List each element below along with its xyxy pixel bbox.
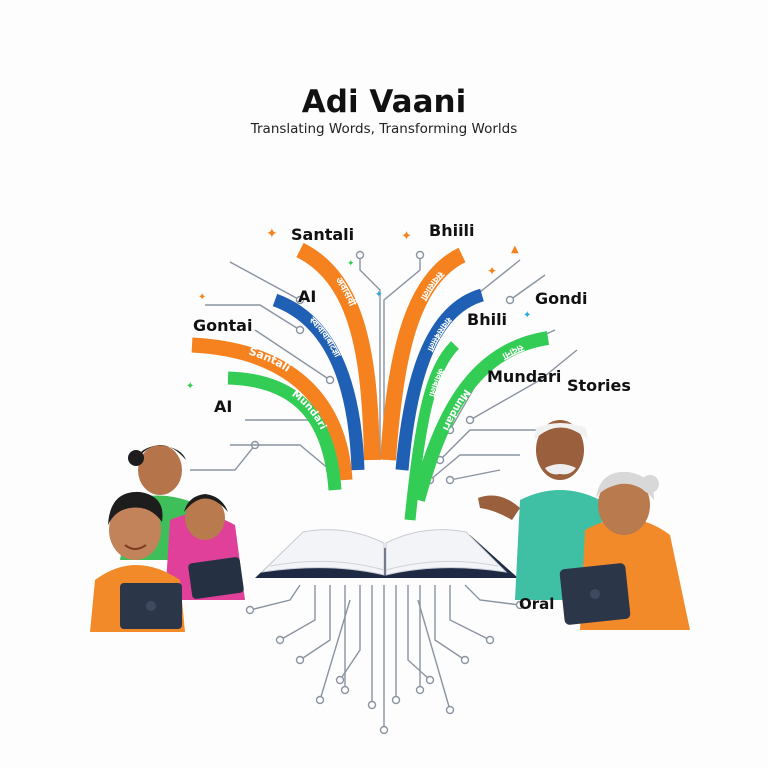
- circuit-node: [355, 250, 365, 260]
- circuit-trace: [439, 429, 540, 461]
- ribbon-orange-center-left: [296, 242, 380, 461]
- circuit-trace: [434, 585, 466, 661]
- circuit-node: [245, 605, 255, 615]
- svg-text:✦: ✦: [266, 226, 278, 242]
- label-ai-left: AI: [214, 397, 233, 416]
- ribbon-text: स्वावावाबाटज्ञा: [306, 315, 342, 360]
- label-stories: Stories: [567, 376, 631, 395]
- label-bhili: Bhili: [467, 310, 508, 329]
- circuit-trace: [449, 469, 501, 481]
- circuit-trace: [229, 261, 301, 301]
- svg-text:✦: ✦: [487, 264, 497, 278]
- open-book-icon: [255, 529, 518, 578]
- circuit-node: [505, 295, 515, 305]
- ribbon-blue-right: [395, 288, 485, 471]
- circuit-node: [315, 695, 325, 705]
- circuit-trace: [205, 304, 301, 331]
- circuit-trace: [299, 585, 331, 661]
- circuit-trace: [319, 599, 351, 701]
- ribbon-green-right: [411, 331, 550, 502]
- circuit-node: [367, 700, 377, 710]
- ribbon-green-left: [227, 371, 342, 491]
- ribbon-green-inner: [404, 341, 460, 521]
- ribbon-orange-left: [191, 337, 353, 481]
- label-gontai: Gontai: [193, 316, 253, 335]
- circuit-trace: [449, 585, 491, 641]
- circuit-trace: [383, 255, 421, 460]
- label-santali: Santali: [291, 225, 355, 244]
- circuit-node: [325, 375, 335, 385]
- ribbon-orange-center-right: [380, 247, 466, 461]
- label-gondi: Gondi: [535, 289, 588, 308]
- svg-text:स्वावावाबाटज्ञा: स्वावावाबाटज्ञा: [306, 315, 342, 360]
- circuit-node: [425, 675, 435, 685]
- label-oral: Oral: [519, 595, 555, 613]
- circuit-trace: [279, 585, 316, 641]
- circuit-node: [515, 600, 525, 610]
- circuit-node: [391, 695, 401, 705]
- circuit-trace: [254, 329, 331, 381]
- circuit-trace: [429, 454, 520, 481]
- page-title: Adi Vaani: [301, 84, 467, 120]
- circuit-trace: [464, 584, 521, 606]
- elders-with-tablet: [478, 420, 690, 630]
- svg-text:✦: ✦: [401, 229, 412, 244]
- circuit-node: [295, 295, 305, 305]
- circuit-node: [295, 325, 305, 335]
- circuit-node: [415, 685, 425, 695]
- circuit-node: [445, 475, 455, 485]
- svg-text:✦: ✦: [198, 292, 206, 303]
- circuit-node: [340, 685, 350, 695]
- circuit-trace: [190, 444, 256, 471]
- circuit-node: [415, 250, 425, 260]
- circuit-trace: [249, 584, 301, 611]
- circuit-trace: [509, 274, 546, 301]
- circuit-node: [335, 675, 345, 685]
- page-subtitle: Translating Words, Transforming Worlds: [250, 121, 518, 137]
- circuit-node: [275, 635, 285, 645]
- label-mundari: Mundari: [487, 367, 562, 386]
- circuit-trace: [407, 585, 431, 681]
- svg-text:✦: ✦: [347, 259, 355, 269]
- svg-text:✦: ✦: [523, 310, 531, 321]
- circuit-node: [460, 655, 470, 665]
- svg-text:▲: ▲: [511, 244, 519, 255]
- svg-text:✦: ✦: [375, 290, 383, 300]
- circuit-node: [295, 655, 305, 665]
- sparkle-icons: ✦ ✦ ▲ ✦ ✦ ✦ ✦ ✦ ✦: [186, 226, 531, 392]
- circuit-trace: [359, 255, 381, 460]
- language-ribbons: [191, 242, 550, 521]
- children-with-tablets: [90, 445, 245, 632]
- circuit-node: [485, 635, 495, 645]
- circuit-trace: [417, 599, 451, 711]
- circuit-node: [379, 725, 389, 735]
- circuit-node: [465, 415, 475, 425]
- circuit-node: [445, 705, 455, 715]
- label-bhiili: Bhiili: [429, 221, 475, 240]
- circuit-trace: [469, 349, 578, 421]
- label-ai: AI: [298, 287, 317, 306]
- circuit-trace: [230, 444, 331, 471]
- svg-text:✦: ✦: [186, 381, 194, 392]
- ribbon-blue-left: [272, 293, 365, 471]
- circuit-trace: [339, 585, 361, 681]
